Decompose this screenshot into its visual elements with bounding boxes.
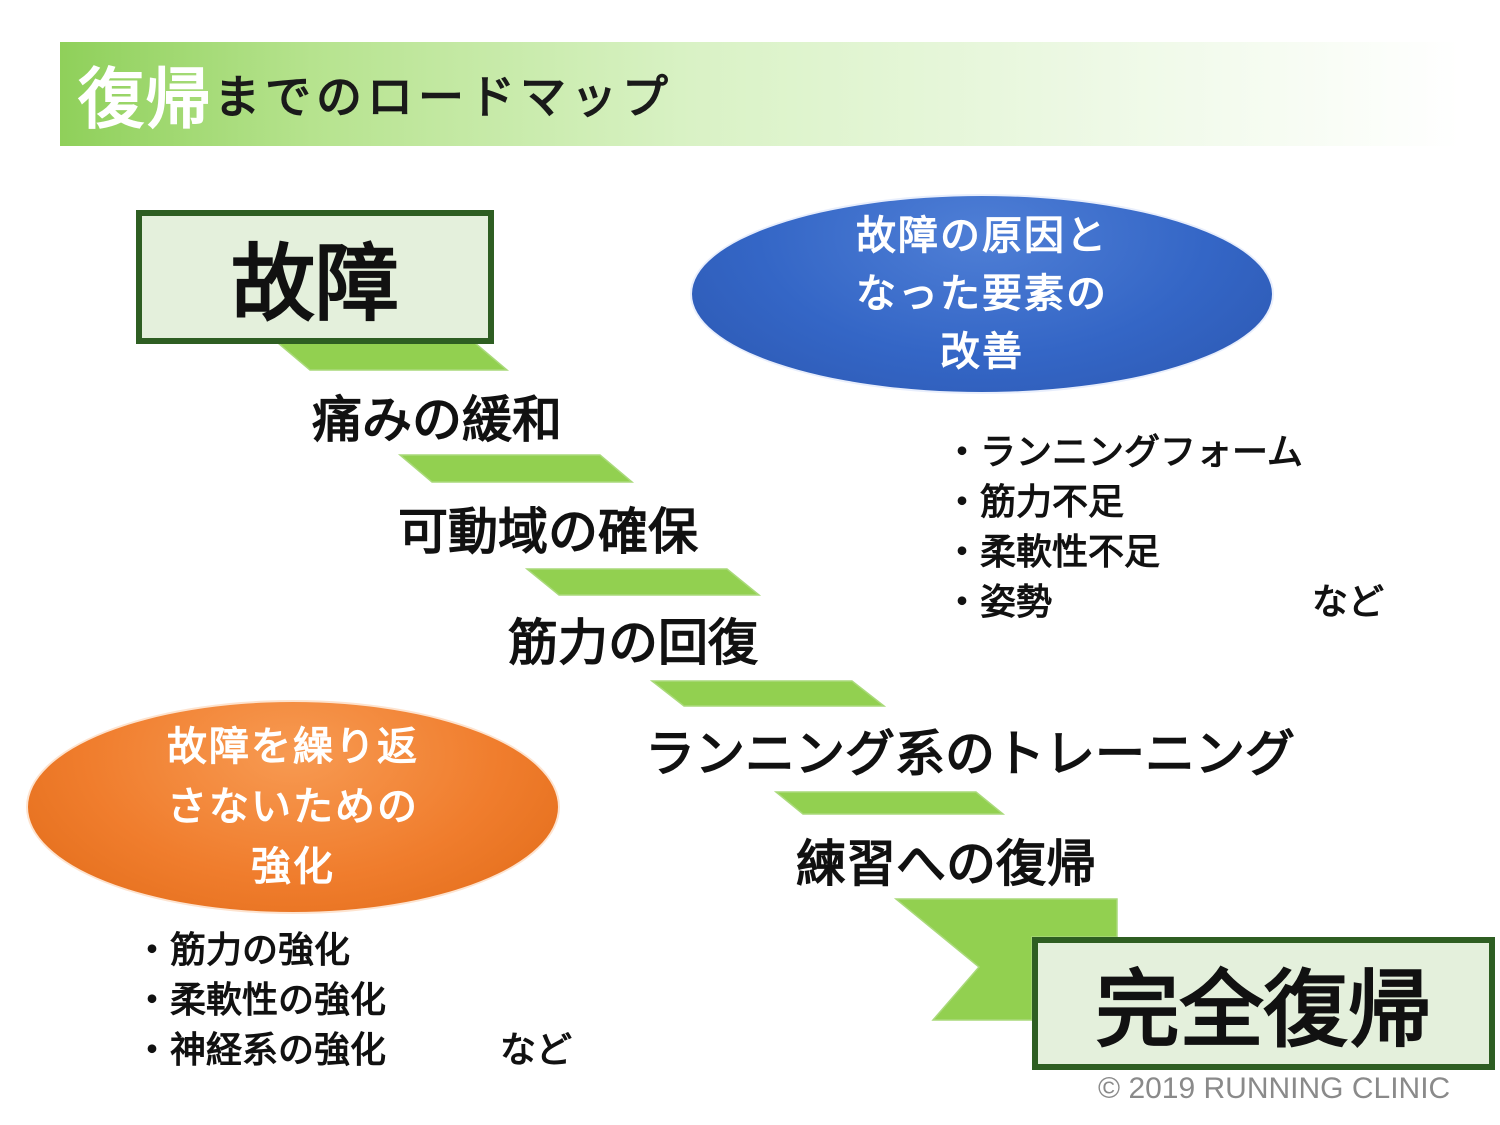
title-main: 復帰 bbox=[78, 61, 212, 138]
title-band bbox=[60, 42, 1460, 146]
step-pain-relief: 痛みの緩和 bbox=[312, 391, 562, 449]
ellipse-line: 故障の原因と bbox=[856, 213, 1108, 259]
copyright: © 2019 RUNNING CLINIC bbox=[1098, 1072, 1451, 1105]
list-item: ・柔軟性の強化 bbox=[134, 980, 387, 1021]
list-item: ・筋力不足 bbox=[944, 482, 1125, 523]
step-return-to-practice: 練習への復帰 bbox=[796, 835, 1096, 893]
arrow-segment-4 bbox=[649, 680, 887, 707]
step-running-training: ランニング系のトレーニング bbox=[645, 725, 1295, 783]
page-title: 復帰 までのロードマップ bbox=[78, 48, 673, 140]
ellipse-line: 故障を繰り返 bbox=[167, 724, 419, 770]
ellipse-line: さないための bbox=[167, 784, 419, 830]
cause-improvement-ellipse: 故障の原因と なった要素の 改善 bbox=[690, 194, 1274, 394]
ellipse-line: なった要素の bbox=[856, 271, 1108, 317]
list-suffix: など bbox=[500, 1030, 573, 1071]
cause-list: ・ランニングフォーム ・筋力不足 ・柔軟性不足 ・姿勢 など bbox=[944, 428, 1404, 628]
arrow-segment-5 bbox=[773, 791, 1006, 815]
goal-box: 完全復帰 bbox=[1032, 937, 1495, 1070]
ellipse-line: 強化 bbox=[251, 844, 335, 890]
prevention-ellipse: 故障を繰り返 さないための 強化 bbox=[26, 700, 560, 914]
list-item: ・神経系の強化 など bbox=[134, 1026, 594, 1076]
arrow-segment-1 bbox=[275, 342, 510, 371]
arrow-segment-3 bbox=[524, 568, 762, 596]
step-strength-recovery: 筋力の回復 bbox=[508, 614, 758, 672]
list-item-text: ・姿勢 bbox=[944, 582, 1053, 623]
title-rest: までのロードマップ bbox=[214, 70, 673, 124]
list-suffix: など bbox=[1312, 582, 1385, 623]
strengthening-list: ・筋力の強化 ・柔軟性の強化 ・神経系の強化 など bbox=[134, 926, 594, 1076]
arrow-segment-2 bbox=[397, 454, 635, 483]
list-item: ・姿勢 など bbox=[944, 578, 1404, 628]
start-box: 故障 bbox=[136, 210, 494, 344]
list-item-text: ・神経系の強化 bbox=[134, 1030, 387, 1071]
list-item: ・柔軟性不足 bbox=[944, 532, 1161, 573]
list-item: ・ランニングフォーム bbox=[944, 432, 1303, 473]
ellipse-line: 改善 bbox=[940, 329, 1024, 375]
list-item: ・筋力の強化 bbox=[134, 930, 351, 971]
step-range-of-motion: 可動域の確保 bbox=[398, 503, 698, 561]
